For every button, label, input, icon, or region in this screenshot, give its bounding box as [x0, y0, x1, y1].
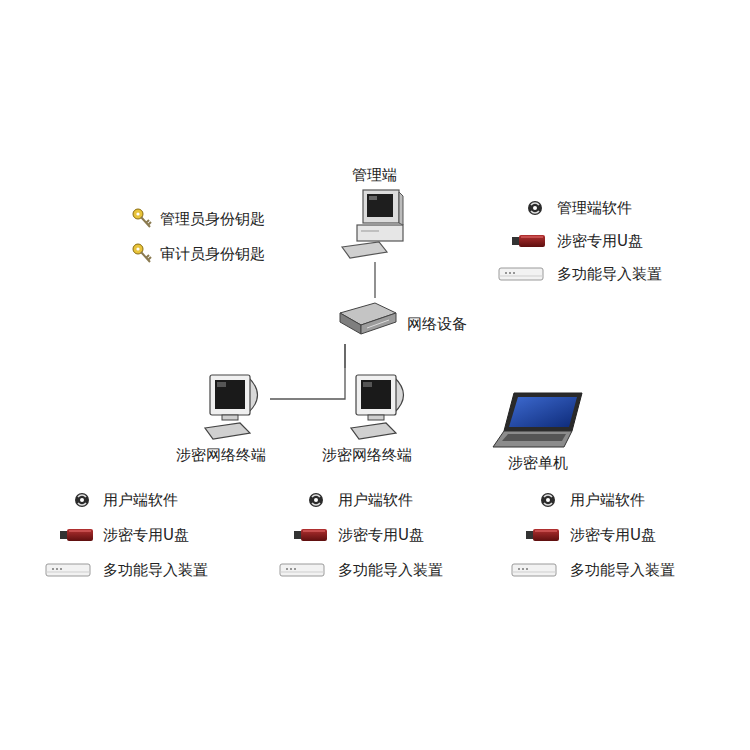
node-label: 管理端 [352, 165, 397, 185]
computer-node: 涉密单机 [488, 388, 588, 476]
key-label: 管理员身份钥匙 [160, 209, 265, 229]
component-label: 用户端软件 [338, 490, 413, 510]
component-label: 涉密专用U盘 [570, 525, 656, 545]
component-label: 多功能导入装置 [338, 560, 443, 580]
usb-icon [512, 235, 545, 247]
key-label: 审计员身份钥匙 [160, 244, 265, 264]
network-line [344, 344, 345, 368]
component-label: 涉密专用U盘 [557, 231, 643, 251]
computer-node: 管理端 [335, 162, 413, 262]
node-label: 网络设备 [407, 314, 467, 334]
software-icon [541, 493, 555, 507]
network-line [374, 262, 375, 298]
usb-icon [294, 529, 327, 541]
component-label: 涉密专用U盘 [338, 525, 424, 545]
usb-icon [526, 529, 559, 541]
device-icon [337, 301, 399, 341]
import-device-icon [280, 564, 324, 576]
component-label: 多功能导入装置 [557, 264, 662, 284]
component-label: 多功能导入装置 [570, 560, 675, 580]
import-device-icon [46, 564, 90, 576]
node-label: 涉密网络终端 [176, 445, 266, 465]
key-icon [133, 244, 151, 262]
component-label: 多功能导入装置 [103, 560, 208, 580]
device-icon [339, 187, 409, 259]
component-label: 用户端软件 [570, 490, 645, 510]
software-icon [528, 201, 542, 215]
node-label: 涉密单机 [508, 453, 568, 473]
component-label: 管理端软件 [557, 198, 632, 218]
usb-icon [60, 529, 93, 541]
device-icon [350, 371, 412, 441]
key-icon [133, 209, 151, 227]
computer-node: 涉密网络终端 [318, 368, 416, 468]
component-label: 涉密专用U盘 [103, 525, 189, 545]
computer-node: 涉密网络终端 [172, 368, 270, 468]
network-device: 网络设备 [333, 298, 471, 344]
import-device-icon [499, 268, 543, 280]
software-icon [309, 493, 323, 507]
network-line [270, 344, 345, 399]
component-label: 用户端软件 [103, 490, 178, 510]
device-icon [204, 371, 266, 441]
import-device-icon [512, 564, 556, 576]
device-icon [492, 391, 584, 449]
software-icon [75, 493, 89, 507]
node-label: 涉密网络终端 [322, 445, 412, 465]
